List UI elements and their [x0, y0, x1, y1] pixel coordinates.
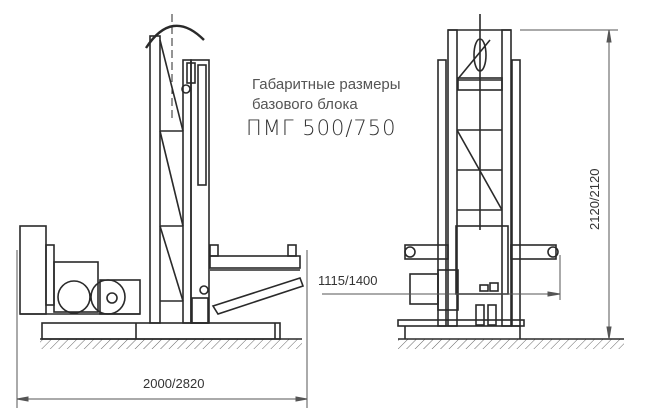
winch-gearbox: [53, 261, 99, 313]
side-view: [19, 14, 305, 349]
front-view: [397, 14, 624, 349]
mast-left-rail: [149, 35, 161, 324]
ground-hatch-left: [40, 339, 302, 349]
base-frame: [41, 322, 281, 340]
platform-height-dimension: 1115/1400: [318, 273, 378, 288]
mast-right-rail: [182, 59, 192, 324]
dimension-lines: [16, 29, 618, 408]
winch-motor-housing: [19, 225, 47, 315]
winch-drum-1: [57, 280, 91, 314]
caption-line-2: базового блока: [252, 96, 358, 113]
width-dimension: 2000/2820: [143, 376, 205, 391]
pulley-block: [473, 38, 487, 72]
caption-line-1: Габаритные размеры: [252, 76, 401, 93]
winch-drum-2: [90, 279, 126, 315]
platform-strut: [211, 277, 305, 315]
ground-hatch-right: [398, 339, 624, 349]
front-mast-right: [501, 29, 512, 327]
platform: [209, 255, 301, 269]
height-dimension: 2120/2120: [587, 168, 602, 230]
model-label: ПМГ 500/750: [246, 116, 397, 140]
control-cabinet: [455, 225, 509, 295]
